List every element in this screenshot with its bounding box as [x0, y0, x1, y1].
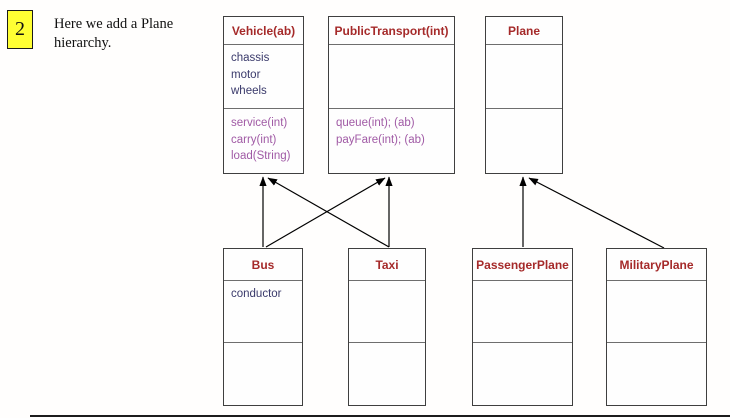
- class-title: Bus: [224, 249, 302, 281]
- class-box-passenger-plane: PassengerPlane: [472, 248, 573, 406]
- attribute-item: motor: [231, 68, 261, 81]
- class-methods: [607, 343, 706, 405]
- slide-caption: Here we add a Plane hierarchy.: [54, 16, 174, 51]
- class-title: Taxi: [349, 249, 425, 281]
- class-methods: [486, 109, 562, 173]
- class-title: PublicTransport(int): [329, 17, 454, 45]
- class-attributes: [486, 45, 562, 109]
- class-box-plane: Plane: [485, 16, 563, 174]
- attribute-item: chassis: [231, 52, 270, 64]
- slide-number: 2: [15, 18, 25, 40]
- class-methods: [473, 343, 572, 405]
- inheritance-arrow-bus-to-public-transport: [265, 177, 386, 248]
- page-bottom-border: [30, 415, 730, 417]
- class-title: Plane: [486, 17, 562, 45]
- class-methods: service(int) carry(int) load(String): [224, 109, 303, 173]
- method-item: queue(int); (ab): [336, 117, 415, 129]
- inheritance-arrow-taxi-to-vehicle: [267, 177, 390, 248]
- class-attributes: [473, 281, 572, 343]
- method-item: service(int): [231, 117, 288, 129]
- inheritance-arrow-military-plane-to-plane: [528, 177, 665, 249]
- class-box-vehicle: Vehicle(ab) chassis motor wheels service…: [223, 16, 304, 174]
- class-attributes: [349, 281, 425, 343]
- class-attributes: [329, 45, 454, 109]
- class-attributes: [607, 281, 706, 343]
- class-methods: [349, 343, 425, 405]
- class-box-bus: Bus conductor: [223, 248, 303, 406]
- attribute-item: wheels: [231, 85, 267, 97]
- class-box-military-plane: MilitaryPlane: [606, 248, 707, 406]
- class-methods: [224, 343, 302, 405]
- slide-number-marker: 2: [7, 10, 33, 49]
- class-title: MilitaryPlane: [607, 249, 706, 281]
- class-box-taxi: Taxi: [348, 248, 426, 406]
- class-title: PassengerPlane: [473, 249, 572, 281]
- class-methods: queue(int); (ab) payFare(int); (ab): [329, 109, 454, 173]
- method-item: payFare(int); (ab): [336, 133, 425, 146]
- method-item: load(String): [231, 150, 291, 162]
- class-attributes: conductor: [224, 281, 302, 343]
- class-title: Vehicle(ab): [224, 17, 303, 45]
- class-attributes: chassis motor wheels: [224, 45, 303, 109]
- class-box-public-transport: PublicTransport(int) queue(int); (ab) pa…: [328, 16, 455, 174]
- attribute-item: conductor: [231, 288, 282, 300]
- method-item: carry(int): [231, 133, 277, 146]
